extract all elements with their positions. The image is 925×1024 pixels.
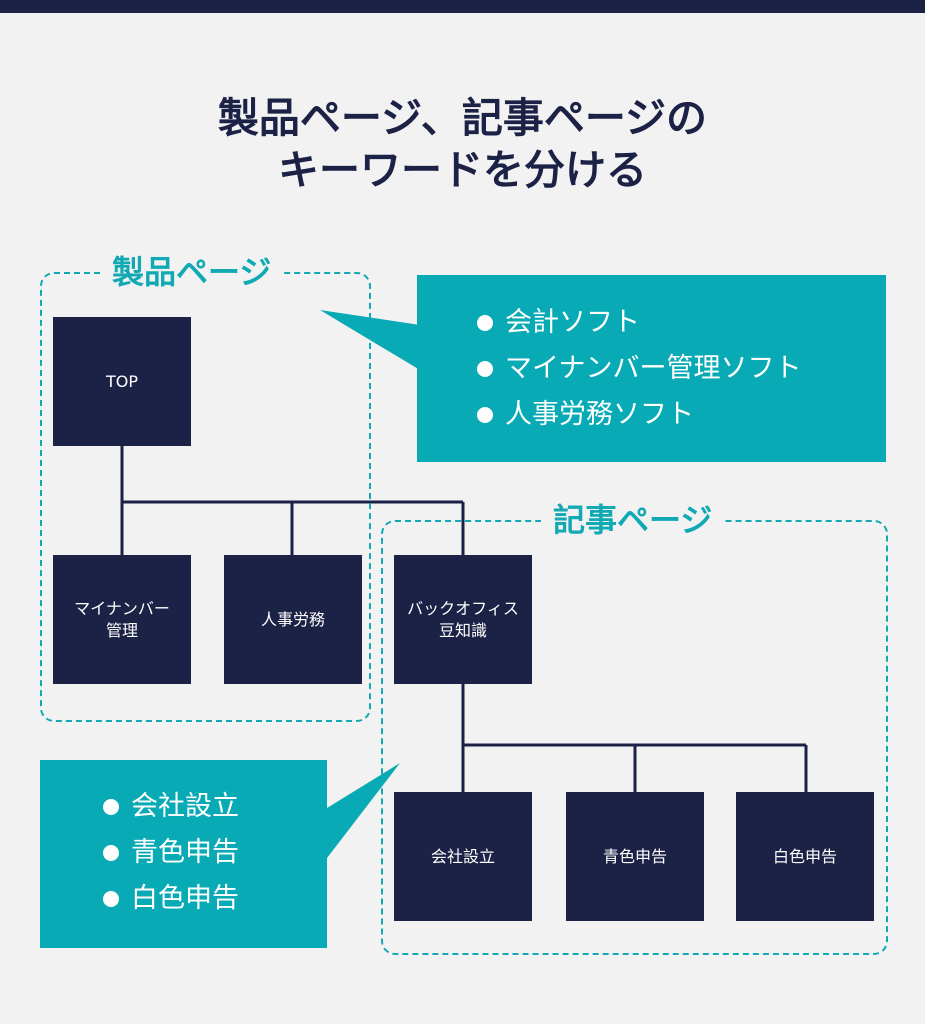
product-keyword-item: 人事労務ソフト [477,392,886,438]
keyword-text: マイナンバー管理ソフト [505,353,802,384]
keyword-text: 白色申告 [131,883,239,914]
product-page-label: 製品ページ [100,252,284,292]
article-keyword-item: 白色申告 [103,876,327,922]
bullet-icon [477,361,493,377]
node-blue-return: 青色申告 [566,792,704,921]
article-keywords-callout: 会社設立 青色申告 白色申告 [40,760,327,948]
node-top: TOP [53,317,191,446]
product-keywords-callout: 会計ソフト マイナンバー管理ソフト 人事労務ソフト [417,275,886,462]
title-line-2: キーワードを分ける [278,146,647,194]
keyword-text: 青色申告 [131,837,239,868]
keyword-text: 人事労務ソフト [505,399,694,430]
keyword-text: 会計ソフト [505,307,640,338]
page-title: 製品ページ、記事ページの キーワードを分ける [0,92,925,196]
bullet-icon [103,799,119,815]
bullet-icon [477,315,493,331]
bullet-icon [103,891,119,907]
node-mynumber-management: マイナンバー 管理 [53,555,191,684]
node-white-return: 白色申告 [736,792,874,921]
title-line-1: 製品ページ、記事ページの [217,94,708,142]
bullet-icon [477,407,493,423]
article-keyword-item: 青色申告 [103,830,327,876]
keyword-text: 会社設立 [131,791,239,822]
product-keyword-item: マイナンバー管理ソフト [477,346,886,392]
node-backoffice-tips: バックオフィス 豆知識 [394,555,532,684]
article-keyword-item: 会社設立 [103,784,327,830]
node-hr-labor: 人事労務 [224,555,362,684]
node-company-setup: 会社設立 [394,792,532,921]
article-page-label: 記事ページ [541,500,725,540]
bullet-icon [103,845,119,861]
top-bar [0,0,925,13]
product-keyword-item: 会計ソフト [477,300,886,346]
